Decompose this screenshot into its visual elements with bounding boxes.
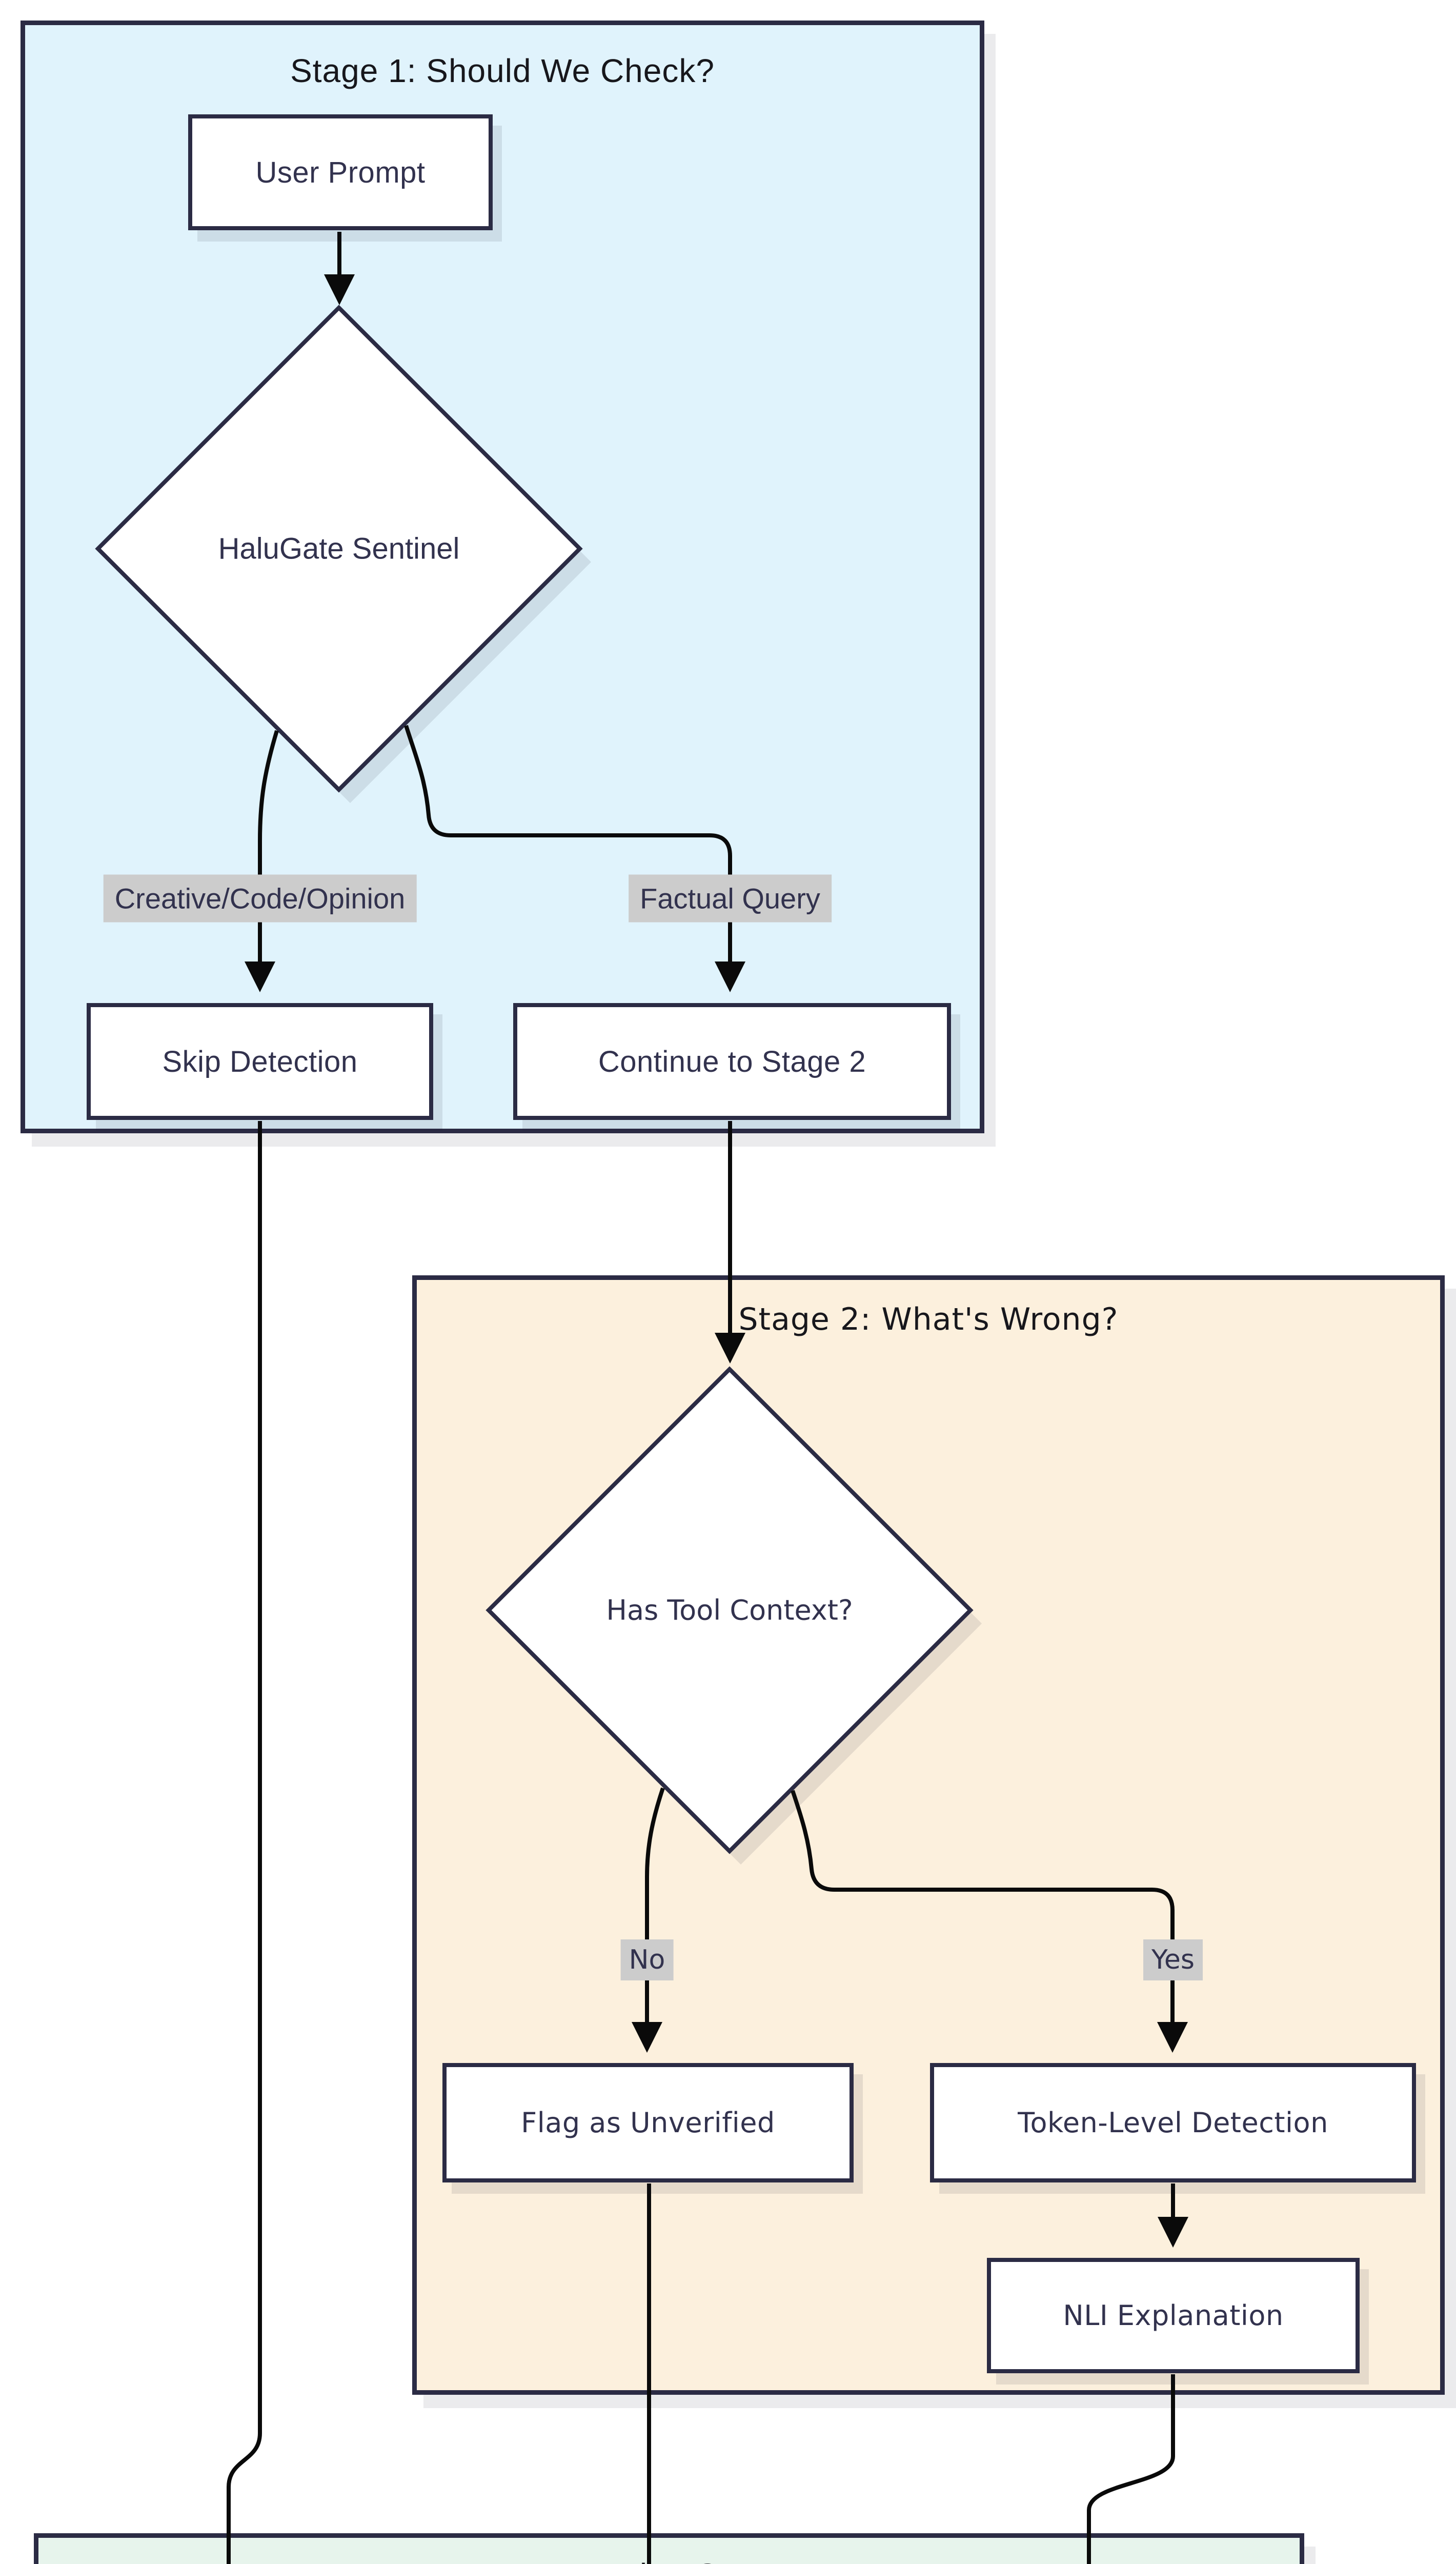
edge-halugate-to-continue xyxy=(404,725,745,992)
edge-hastool-to-token xyxy=(791,1790,1188,2053)
node-skip-detection: Skip Detection xyxy=(87,1003,433,1120)
detection-output-container: Detection Output xyxy=(34,2533,1304,2564)
halugate-diamond-shape xyxy=(95,305,583,793)
detection-output-title: Detection Output xyxy=(38,2556,1300,2564)
node-user-prompt: User Prompt xyxy=(188,114,493,230)
edge-label-yes: Yes xyxy=(1143,1939,1203,1980)
edge-label-no: No xyxy=(620,1939,674,1980)
decision-has-tool-context-label: Has Tool Context? xyxy=(606,1594,853,1627)
node-continue-to-stage2: Continue to Stage 2 xyxy=(513,1003,951,1120)
edge-skip-to-pass-through xyxy=(227,1121,262,2564)
node-flag-as-unverified: Flag as Unverified xyxy=(442,2063,854,2182)
edge-halugate-to-skip xyxy=(245,730,279,992)
stage2-container: Stage 2: What's Wrong? xyxy=(412,1275,1445,2395)
edge-hastool-to-flag xyxy=(632,1787,665,2053)
hastool-diamond-shape xyxy=(486,1366,974,1854)
edge-nli-to-detailed-report xyxy=(1087,2374,1175,2564)
edge-label-factual-query: Factual Query xyxy=(629,874,832,923)
stage1-title: Stage 1: Should We Check? xyxy=(290,52,715,89)
node-token-level-detection: Token-Level Detection xyxy=(930,2063,1416,2182)
decision-halugate-sentinel-label: HaluGate Sentinel xyxy=(218,532,460,566)
edge-label-creative-code-opinion: Creative/Code/Opinion xyxy=(103,874,417,923)
stage2-title: Stage 2: What's Wrong? xyxy=(738,1301,1119,1337)
node-nli-explanation: NLI Explanation xyxy=(987,2258,1360,2373)
